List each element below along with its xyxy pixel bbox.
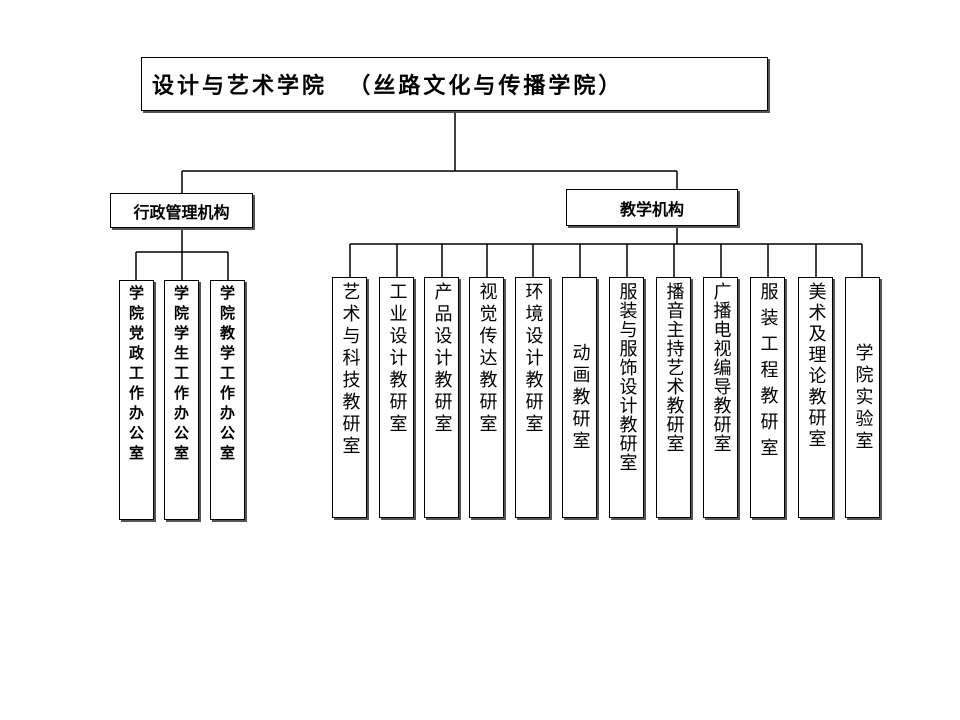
teaching-unit-node: 艺术与科技教研室 [332,277,367,518]
teaching-unit-node: 服装工程教研室 [750,277,785,518]
teaching-category-node: 教学机构 [566,189,738,226]
teaching-unit-node: 广播电视编导教研室 [703,277,738,518]
teaching-unit-node: 美术及理论教研室 [798,277,833,518]
teaching-unit-node: 环境设计教研室 [515,277,550,518]
admin-unit-node: 学院教学工作办公室 [210,280,245,520]
teaching-unit-node: 服装与服饰设计教研室 [609,277,644,518]
teaching-unit-node: 动画教研室 [562,277,597,518]
admin-unit-node: 学院学生工作办公室 [164,280,199,520]
teaching-unit-node: 产品设计教研室 [424,277,459,518]
teaching-unit-node: 视觉传达教研室 [469,277,504,518]
admin-category-node: 行政管理机构 [110,193,253,228]
admin-unit-node: 学院党政工作办公室 [119,280,154,520]
teaching-unit-node: 播音主持艺术教研室 [656,277,691,518]
root-node: 设计与艺术学院 （丝路文化与传播学院） [141,57,768,111]
teaching-unit-node: 学院实验室 [845,277,880,518]
teaching-unit-node: 工业设计教研室 [379,277,414,518]
